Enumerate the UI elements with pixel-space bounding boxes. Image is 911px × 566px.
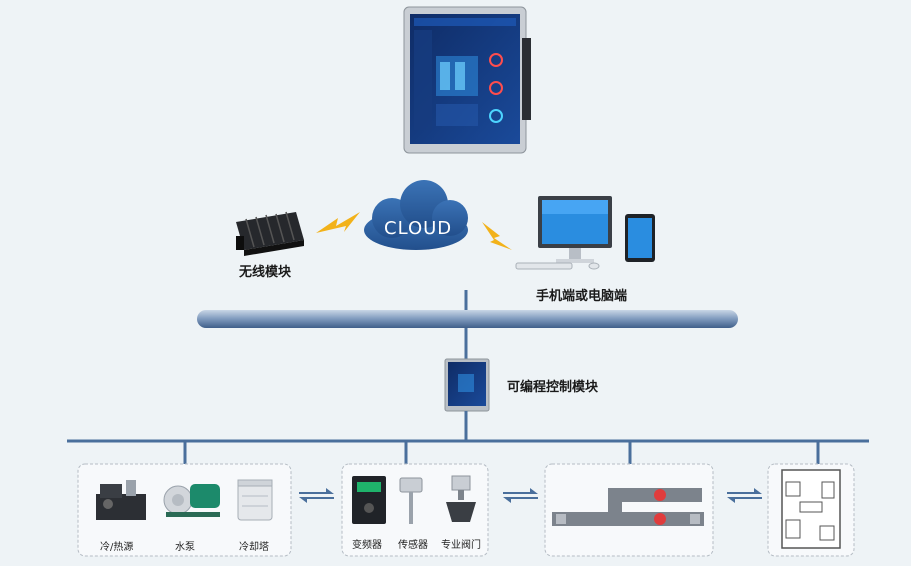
tablet-device [625,214,655,262]
exchange-arrow-2-icon [503,488,538,503]
device-label-valve: 专业阀门 [441,540,481,551]
device-label-inverter: 变频器 [352,540,382,551]
lightning-right-icon [482,222,512,250]
computer-device [515,196,612,270]
plc-device [444,358,490,412]
device-label-sensor: 传感器 [398,540,428,551]
exchange-arrow-3-icon [727,488,762,503]
hmi-panel-device [403,6,531,154]
inverter-icon [352,476,386,524]
wireless-module-device [236,211,304,256]
cooling-tower-icon [237,479,273,521]
device-label-pump: 水泵 [175,542,195,553]
wireless-module-label: 无线模块 [239,265,292,280]
group3-box [544,463,714,557]
cloud-label: CLOUD [384,218,453,239]
pipe-assembly-icon [552,488,704,526]
sensor-icon [399,477,423,524]
valve-icon [446,475,476,522]
pump-icon [163,484,220,517]
plc-label: 可编程控制模块 [507,380,599,395]
chiller-icon [96,480,146,520]
lightning-left-icon [316,212,360,233]
device-label-heat-source: 冷/热源 [100,542,134,553]
exchange-arrow-1-icon [299,488,334,503]
main-bus [197,310,738,328]
device-label-cooling-tower: 冷却塔 [239,542,269,553]
client-label: 手机端或电脑端 [536,289,628,304]
room-layout-icon [781,469,841,549]
cloud-icon [364,180,468,250]
